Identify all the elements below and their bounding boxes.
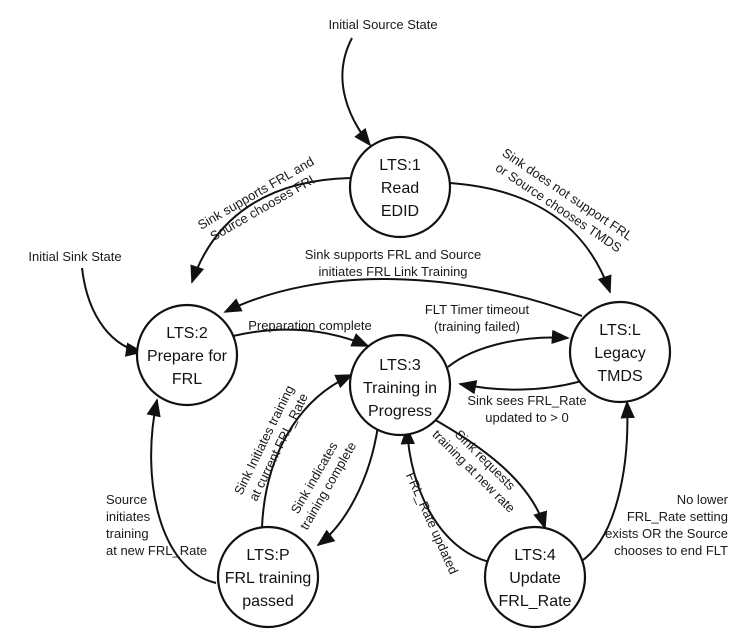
label-training-to-legacy: FLT Timer timeout (training failed) [425,302,530,334]
edge-passed-to-prepare [146,398,217,584]
label-training-to-passed: Sink indicates training complete [288,439,360,533]
label-passed-to-training: Sink Initiates training at current FRL_R… [231,383,311,503]
state-update-frl-rate: LTS:4 Update FRL_Rate [483,525,587,629]
state-prepare-frl: LTS:2 Prepare for FRL [135,303,239,407]
label-update-to-legacy-line-2: FRL_Rate setting [627,509,728,524]
initial-source-state-label: Initial Source State [328,17,437,32]
label-passed-to-prepare-line-2: initiates [106,509,151,524]
state-passed-line-2: FRL training [225,570,312,587]
initial-sink-state-label: Initial Sink State [28,249,121,264]
state-read-edid: LTS:1 Read EDID [348,135,452,239]
label-read-to-prepare: Sink supports FRL and Source chooses FRL [195,154,320,244]
edge-update-to-training [400,426,491,563]
label-legacy-to-prepare-line-1: Sink supports FRL and Source [305,247,482,262]
state-update-line-1: LTS:4 [514,547,556,564]
label-passed-to-prepare-line-1: Source [106,492,147,507]
label-update-to-legacy-line-3: exists OR the Source [605,526,728,541]
state-training-line-2: Training in [363,380,437,397]
state-legacy-tmds: LTS:L Legacy TMDS [568,300,672,404]
edge-passed-to-training [261,374,354,528]
label-prepare-to-training: Preparation complete [248,318,372,333]
label-read-to-legacy: Sink does not support FRL or Source choo… [493,145,636,256]
edge-legacy-to-training [458,379,586,395]
edge-training-to-legacy [447,329,570,368]
edge-training-to-passed [316,425,379,547]
state-passed-line-3: passed [242,593,294,610]
state-passed-line-1: LTS:P [246,547,289,564]
edge-prepare-to-training [232,328,370,347]
label-passed-to-prepare-line-3: training [106,526,149,541]
state-legacy-line-1: LTS:L [599,322,641,339]
state-prepare-frl-line-1: LTS:2 [166,325,208,342]
label-legacy-to-training-line-2: updated to > 0 [485,410,569,425]
edge-read-to-prepare [190,177,351,284]
state-legacy-line-2: Legacy [594,345,646,362]
edge-legacy-to-prepare [223,278,583,317]
label-read-to-legacy-line-2: or Source chooses TMDS [493,160,625,256]
edge-initial-sink [81,267,144,357]
state-training-line-3: Progress [368,403,432,420]
label-update-to-legacy: No lower FRL_Rate setting exists OR the … [605,492,728,558]
label-update-to-legacy-line-4: chooses to end FLT [614,543,728,558]
label-legacy-to-prepare-line-2: initiates FRL Link Training [318,264,467,279]
state-update-line-3: FRL_Rate [499,593,572,610]
label-training-to-legacy-line-2: (training failed) [434,319,520,334]
state-prepare-frl-line-2: Prepare for [147,348,228,365]
state-frl-training-passed: LTS:P FRL training passed [216,525,320,629]
edge-initial-source [341,37,372,147]
label-legacy-to-training-line-1: Sink sees FRL_Rate [467,393,586,408]
label-read-to-legacy-line-1: Sink does not support FRL [500,145,636,244]
label-legacy-to-training: Sink sees FRL_Rate updated to > 0 [467,393,586,425]
label-update-to-training-line-1: FRL_Rate updated [403,470,461,576]
state-legacy-line-3: TMDS [597,368,642,385]
label-update-to-legacy-line-1: No lower [677,492,729,507]
state-training-in-progress: LTS:3 Training in Progress [348,333,452,437]
state-read-edid-line-1: LTS:1 [379,157,421,174]
label-legacy-to-prepare: Sink supports FRL and Source initiates F… [305,247,482,279]
state-update-line-2: Update [509,570,561,587]
label-training-to-legacy-line-1: FLT Timer timeout [425,302,530,317]
label-passed-to-prepare-line-4: at new FRL_Rate [106,543,207,558]
label-training-to-update: Sink requests training at new rate [429,427,518,516]
label-passed-to-prepare: Source initiates training at new FRL_Rat… [106,492,207,558]
state-training-line-1: LTS:3 [379,357,421,374]
edge-read-to-legacy [449,182,612,294]
state-prepare-frl-line-3: FRL [172,371,202,388]
state-read-edid-line-3: EDID [381,203,419,220]
edge-training-to-update [429,416,548,530]
edge-update-to-legacy [579,400,635,563]
state-read-edid-line-2: Read [381,180,419,197]
label-update-to-training: FRL_Rate updated [403,470,461,576]
